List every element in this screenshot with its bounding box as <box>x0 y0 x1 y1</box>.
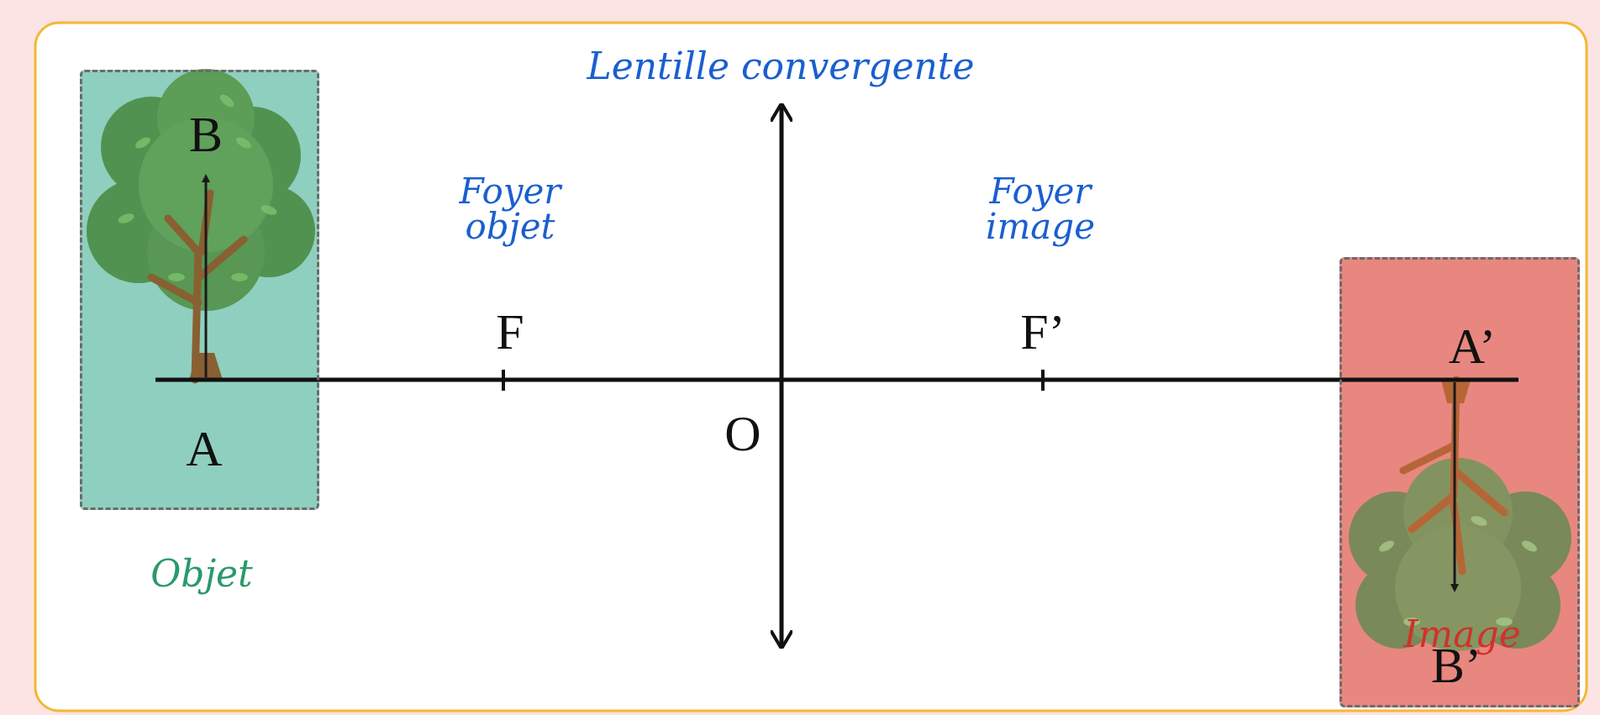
lens-symbol <box>779 379 785 648</box>
focus-title: Foyer objet <box>447 173 574 245</box>
point-label: A <box>185 423 222 474</box>
focus-tick <box>501 369 506 391</box>
image-tree <box>1348 379 1572 652</box>
point-label: A’ <box>1448 321 1497 372</box>
optical-axis <box>155 378 1519 383</box>
image-arrow <box>1453 382 1457 589</box>
box-heading: Objet <box>150 555 253 593</box>
object-tree <box>86 68 316 380</box>
lens-title: Lentille convergente <box>586 47 974 85</box>
point-label: O <box>724 408 761 459</box>
image-ground <box>1339 257 1580 708</box>
focus-tick <box>1041 369 1045 391</box>
frame <box>35 22 1587 711</box>
point-label: B’ <box>1431 640 1482 691</box>
point-label: F’ <box>1020 306 1065 358</box>
point-label: B <box>189 109 223 160</box>
point-label: F <box>495 306 524 358</box>
object-arrow <box>205 178 208 378</box>
lens-symbol <box>779 105 785 380</box>
object-ground <box>79 69 320 511</box>
focus-title: Foyer image <box>977 173 1104 245</box>
